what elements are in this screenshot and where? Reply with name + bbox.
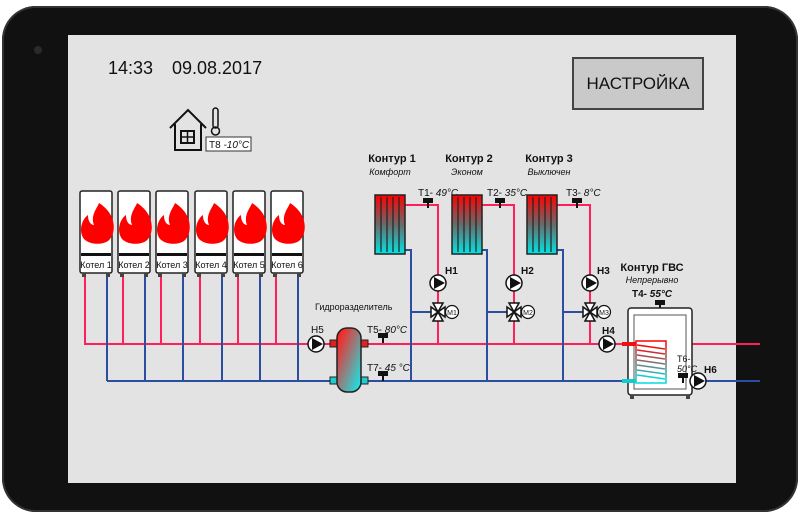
circuit-mode: Эконом <box>451 167 483 177</box>
sensor-label: T1- <box>418 188 433 199</box>
t6-label: T6- <box>677 354 691 364</box>
dhw-title: Контур ГВС <box>620 262 683 274</box>
valve-label: M3 <box>599 310 609 317</box>
circuit-2: Контур 2 Эконом T2- 35°C H2 M2 <box>445 153 536 322</box>
circuit-mode: Комфорт <box>369 167 411 177</box>
valve-m2[interactable]: M2 <box>506 302 536 322</box>
date: 09.08.2017 <box>172 58 262 78</box>
boiler-6[interactable]: Котел 6 <box>271 191 305 277</box>
t8-value: -10°C <box>223 140 249 151</box>
sensor-value: 35°C <box>505 188 528 199</box>
circuit-mode: Выключен <box>528 167 571 177</box>
valve-m3[interactable]: M3 <box>582 302 612 322</box>
pump-h2[interactable]: H2 <box>505 266 534 292</box>
radiator-icon <box>374 194 406 255</box>
house-icon <box>169 108 207 151</box>
camera-icon <box>34 46 42 54</box>
pump-label: H1 <box>445 266 458 277</box>
pump-h6[interactable]: H6 <box>689 365 717 390</box>
sensor-label: T2- <box>487 188 502 199</box>
t2-sensor-icon <box>495 198 505 208</box>
pump-h3[interactable]: H3 <box>581 266 610 292</box>
boiler-5[interactable]: Котел 5 <box>233 191 267 277</box>
t7-value: 45 °C <box>385 363 411 374</box>
svg-text:T5- 80°C: T5- 80°C <box>367 325 408 336</box>
t6-value: 50°C <box>677 364 698 374</box>
t3-sensor-icon <box>572 198 582 208</box>
t5-value: 80°C <box>385 325 408 336</box>
svg-text:T8 -10°C: T8 -10°C <box>209 140 250 151</box>
boiler-4[interactable]: Котел 4 <box>195 191 229 277</box>
t8-box <box>205 136 252 152</box>
svg-text:T2- 35°C: T2- 35°C <box>487 188 528 199</box>
svg-text:T4- 55°C: T4- 55°C <box>632 289 673 300</box>
circuit-title: Контур 3 <box>525 153 573 165</box>
circuit-3: Контур 3 Выключен T3- 8°C H3 M3 <box>525 153 612 322</box>
pump-label: H6 <box>704 365 717 376</box>
pump-h4[interactable]: H4 <box>598 326 616 353</box>
pump-label: H2 <box>521 266 534 277</box>
valve-label: M2 <box>523 310 533 317</box>
boiler-label: Котел 5 <box>233 260 265 270</box>
t1-sensor-icon <box>423 198 433 208</box>
pump-h1[interactable]: H1 <box>429 266 458 292</box>
boiler-1[interactable]: Котел 1 <box>80 191 114 277</box>
pump-label: H4 <box>602 326 615 337</box>
pump-h5[interactable]: H5 <box>307 325 325 353</box>
t5-label: T5- <box>367 325 382 336</box>
clock-time: 14:33 <box>108 58 153 78</box>
t4-label: T4- <box>632 289 647 300</box>
radiator-icon <box>526 194 558 255</box>
t7-label: T7- <box>367 363 382 374</box>
boiler-label: Котел 3 <box>156 260 188 270</box>
circuit-1: Контур 1 Комфорт T1- 49°C H1 M1 <box>368 153 460 322</box>
dhw-circuit: Контур ГВС Непрерывно T4- 55°C H4 T6- 50… <box>598 262 717 399</box>
dhw-mode: Непрерывно <box>626 275 679 285</box>
boiler-label: Котел 4 <box>195 260 227 270</box>
boiler-label: Котел 1 <box>80 260 112 270</box>
valve-m1[interactable]: M1 <box>430 302 460 322</box>
pump-label: H5 <box>311 325 324 336</box>
valve-label: M1 <box>447 310 457 317</box>
boiler-3[interactable]: Котел 3 <box>156 191 190 277</box>
svg-text:T7- 45 °C: T7- 45 °C <box>367 363 411 374</box>
settings-button[interactable]: НАСТРОЙКА <box>572 57 704 110</box>
radiator-icon <box>451 194 483 255</box>
sensor-value: 8°C <box>584 188 602 199</box>
svg-text:T1- 49°C: T1- 49°C <box>418 188 459 199</box>
sensor-value: 49°C <box>436 188 459 199</box>
circuit-title: Контур 1 <box>368 153 416 165</box>
t4-value: 55°C <box>650 289 673 300</box>
t8-label: T8 <box>209 140 221 151</box>
sensor-label: T3- <box>566 188 581 199</box>
pump-label: H3 <box>597 266 610 277</box>
svg-text:T3- 8°C: T3- 8°C <box>566 188 601 199</box>
boiler-label: Котел 2 <box>118 260 150 270</box>
boiler-2[interactable]: Котел 2 <box>118 191 152 277</box>
circuit-title: Контур 2 <box>445 153 493 165</box>
hot-pipes <box>84 204 760 345</box>
thermometer-icon <box>210 107 221 136</box>
separator-label: Гидроразделитель <box>315 302 393 312</box>
hot-water-tank <box>622 307 693 399</box>
boiler-label: Котел 6 <box>271 260 303 270</box>
hydraulic-separator <box>329 327 369 393</box>
